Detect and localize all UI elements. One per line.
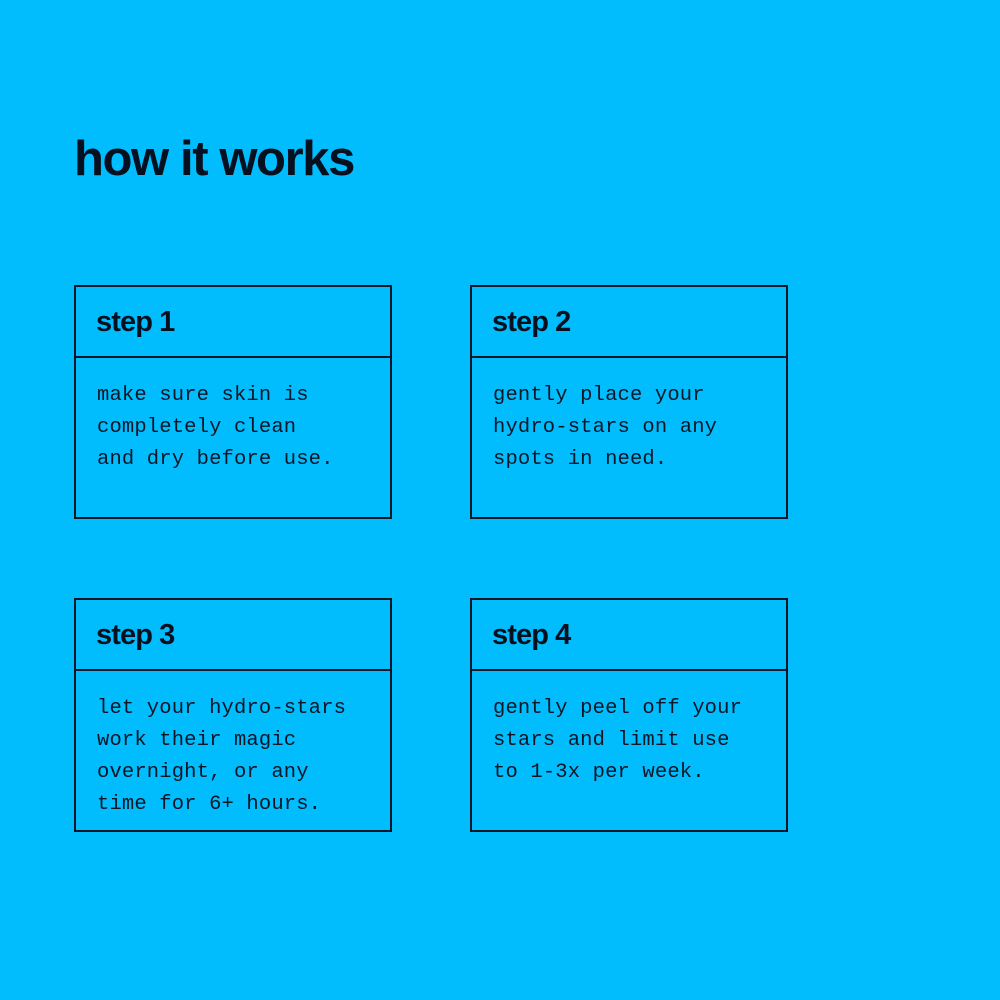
step-card-text-2: gently place your hydro-stars on any spo… xyxy=(493,384,718,471)
step-card-body-1: make sure skin is completely clean and d… xyxy=(76,358,390,517)
step-card-3: step 3 let your hydro-stars work their m… xyxy=(74,598,392,832)
step-card-body-4: gently peel off your stars and limit use… xyxy=(472,671,786,830)
step-card-text-1: make sure skin is completely clean and d… xyxy=(97,384,334,471)
step-card-4: step 4 gently peel off your stars and li… xyxy=(470,598,788,832)
step-card-header-1: step 1 xyxy=(76,287,390,358)
step-card-title-4: step 4 xyxy=(492,619,571,651)
step-card-text-4: gently peel off your stars and limit use… xyxy=(493,697,743,784)
step-card-text-3: let your hydro-stars work their magic ov… xyxy=(97,697,347,816)
step-card-title-1: step 1 xyxy=(96,306,175,338)
step-card-header-4: step 4 xyxy=(472,600,786,671)
step-card-header-2: step 2 xyxy=(472,287,786,358)
step-card-body-2: gently place your hydro-stars on any spo… xyxy=(472,358,786,517)
step-card-1: step 1 make sure skin is completely clea… xyxy=(74,285,392,519)
step-card-2: step 2 gently place your hydro-stars on … xyxy=(470,285,788,519)
step-card-body-3: let your hydro-stars work their magic ov… xyxy=(76,671,390,830)
step-card-header-3: step 3 xyxy=(76,600,390,671)
page-title: how it works xyxy=(74,131,355,186)
steps-grid: step 1 make sure skin is completely clea… xyxy=(74,285,788,832)
step-card-title-3: step 3 xyxy=(96,619,175,651)
step-card-title-2: step 2 xyxy=(492,306,571,338)
